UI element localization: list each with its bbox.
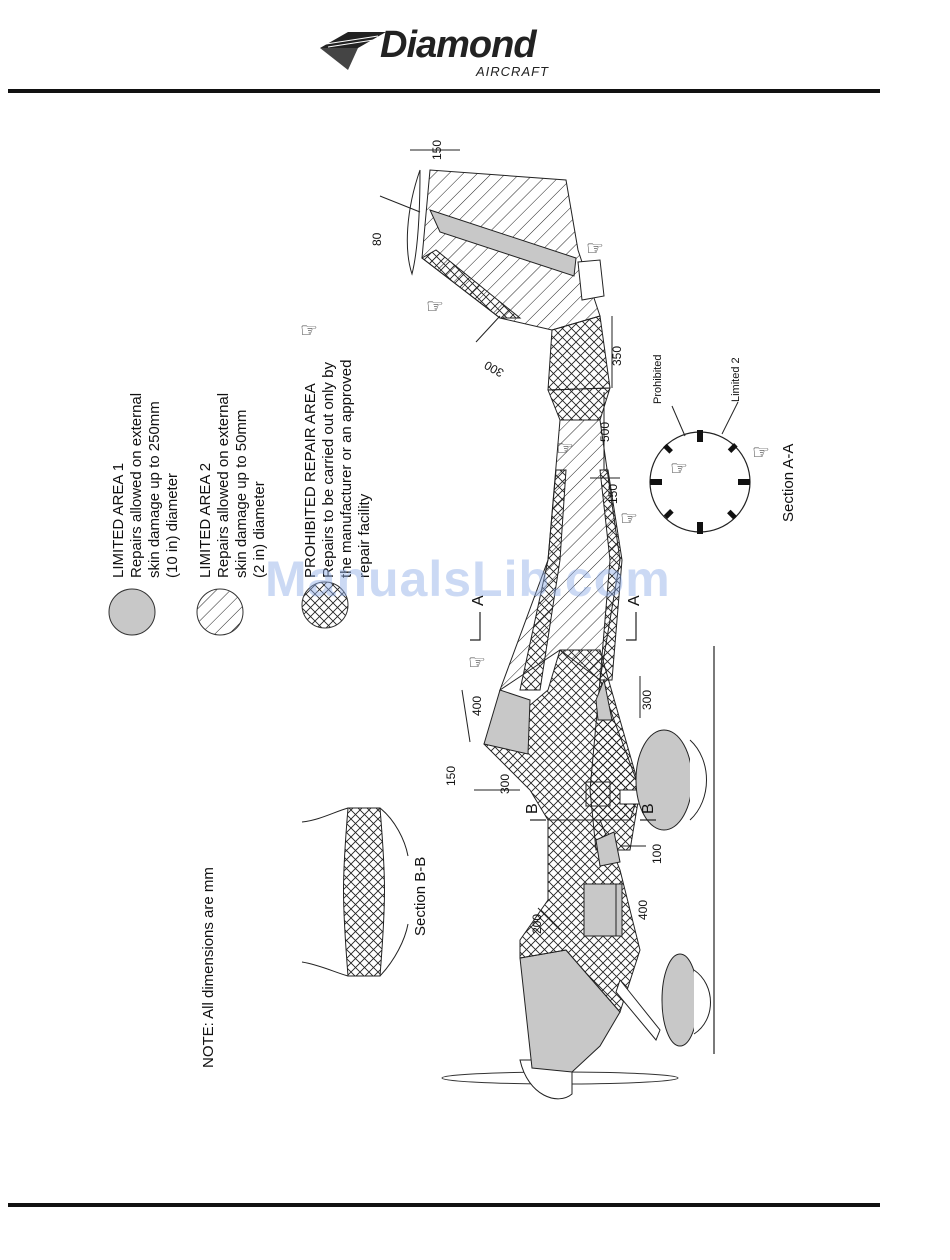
legend-limited-2: LIMITED AREA 2 Repairs allowed on extern… — [197, 393, 269, 578]
legend-limited-1-line1: Repairs allowed on external — [128, 392, 145, 578]
dim-300-lower: 300 — [640, 689, 654, 710]
dim-100: 100 — [650, 843, 664, 864]
dim-400-lower: 400 — [636, 899, 650, 920]
pointing-hand-icon: ☞ — [620, 508, 638, 530]
header-rule — [8, 89, 880, 93]
pointing-hand-icon: ☞ — [300, 320, 318, 342]
footer-rule — [8, 1203, 880, 1207]
limited-area-1-swatch — [108, 588, 156, 636]
pointing-hand-icon: ☞ — [556, 438, 574, 460]
brand-subtitle: AIRCRAFT — [476, 64, 549, 79]
legend-prohibited: PROHIBITED REPAIR AREA Repairs to be car… — [302, 360, 374, 578]
dim-300-wing: 300 — [498, 773, 512, 794]
section-aa-drawing — [649, 401, 751, 534]
legend-limited-1-line2: skin damage up to 250mm — [146, 401, 163, 578]
legend-prohibited-line3: repair facility — [356, 493, 373, 578]
legend-limited-2-line1: Repairs allowed on external — [215, 392, 232, 578]
section-markers — [470, 612, 656, 821]
watermark: ManualsLib.com — [265, 551, 671, 607]
dim-150-wing: 150 — [444, 765, 458, 786]
legend-prohibited-line2: the manufacturer or an approved — [338, 359, 355, 578]
pointing-hand-icon: ☞ — [468, 652, 486, 674]
dim-200: 200 — [530, 913, 544, 934]
dimension-lines — [379, 149, 646, 936]
dim-400-upper: 400 — [470, 695, 484, 716]
section-aa-limited-2-label: Limited 2 — [730, 357, 742, 402]
legend-limited-1-line3: (10 in) diameter — [164, 472, 181, 578]
dim-350: 350 — [610, 345, 624, 366]
aircraft-outline — [406, 169, 711, 1100]
legend-limited-2-title: LIMITED AREA 2 — [197, 462, 214, 578]
dimensions-note: NOTE: All dimensions are mm — [200, 867, 217, 1068]
limited-area-2-swatch — [196, 588, 244, 636]
pointing-hand-icon: ☞ — [426, 296, 444, 318]
section-marker-b-bottom: B — [640, 803, 657, 814]
dim-150-tail: 150 — [430, 139, 444, 160]
dim-150-boom: 150 — [606, 483, 620, 504]
section-bb-label: Section B-B — [412, 856, 429, 936]
prohibited-area-swatch — [301, 581, 349, 629]
legend-limited-1-title: LIMITED AREA 1 — [110, 462, 127, 578]
pointing-hand-icon: ☞ — [752, 442, 770, 464]
section-aa-label: Section A-A — [780, 443, 797, 522]
legend-prohibited-line1: Repairs to be carried out only by — [320, 362, 337, 578]
pointing-hand-icon: ☞ — [670, 458, 688, 480]
diamond-logo-icon — [320, 32, 386, 70]
section-marker-b-top: B — [524, 803, 541, 814]
legend-limited-2-line2: skin damage up to 50mm — [233, 409, 250, 578]
brand-logo: Diamond AIRCRAFT — [318, 24, 578, 84]
legend-limited-1: LIMITED AREA 1 Repairs allowed on extern… — [110, 393, 182, 578]
section-bb-drawing — [301, 807, 409, 977]
brand-name: Diamond — [380, 24, 537, 66]
section-aa-prohibited-label: Prohibited — [652, 354, 664, 404]
dim-80: 80 — [370, 232, 384, 246]
pointing-hand-icon: ☞ — [586, 238, 604, 260]
dim-500: 500 — [598, 421, 612, 442]
legend-prohibited-title: PROHIBITED REPAIR AREA — [302, 383, 319, 578]
